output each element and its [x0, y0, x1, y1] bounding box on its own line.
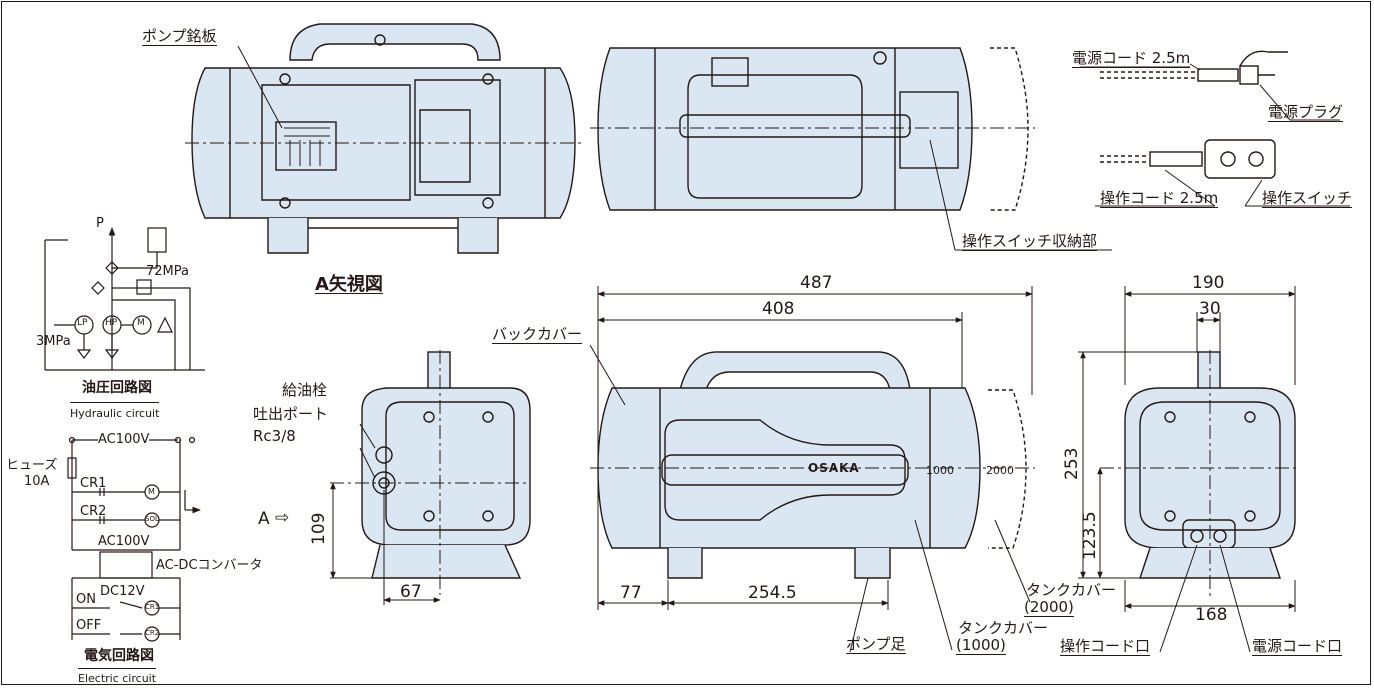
pump-top-view	[590, 47, 1112, 251]
elec-ac100v-top: AC100V	[98, 432, 150, 447]
view-a-title: A矢視図	[315, 274, 383, 295]
electric-circuit-subtitle: Electric circuit	[78, 668, 157, 687]
dim-254-5: 254.5	[748, 583, 797, 603]
dim-123-5: 123.5	[1080, 511, 1100, 560]
dim-253: 253	[1062, 447, 1082, 480]
elec-off-label: OFF	[76, 618, 102, 633]
elec-fuse-label: ヒューズ	[6, 458, 58, 473]
elec-cr2-label: CR2	[80, 504, 107, 519]
hyd-hp-label: HP	[105, 318, 118, 328]
dim-67: 67	[400, 582, 422, 602]
hydraulic-circuit-title: 油圧回路図	[82, 380, 152, 396]
rc-thread-label: Rc3/8	[253, 427, 296, 445]
dim-408: 408	[762, 299, 795, 319]
cord-details	[1080, 50, 1350, 207]
elec-motor-label: M	[148, 487, 155, 496]
power-cord-label: 電源コード 2.5m	[1072, 49, 1191, 68]
elec-cr1-coil: CR1	[145, 603, 160, 611]
dim-77: 77	[620, 583, 642, 603]
hyd-3mpa-label: 3MPa	[36, 334, 71, 349]
elec-dc12v-label: DC12V	[100, 584, 145, 599]
mark-1000: 1000	[926, 464, 954, 477]
a-arrow-icon: ⇨	[275, 508, 290, 528]
elec-ac100v-mid: AC100V	[98, 534, 150, 549]
pump-side-view-top	[185, 23, 585, 254]
electric-circuit-title: 電気回路図	[84, 648, 154, 664]
dim-190: 190	[1192, 273, 1225, 293]
hyd-72mpa-label: 72MPa	[146, 264, 189, 279]
hydraulic-circuit-diagram	[44, 227, 205, 371]
hyd-lp-label: LP	[77, 318, 88, 328]
elec-fuse-rating: 10A	[24, 474, 50, 489]
power-plug-label: 電源プラグ	[1268, 103, 1344, 122]
elec-on-label: ON	[76, 592, 96, 607]
oil-plug-label: 給油栓	[282, 381, 328, 399]
pump-front-view	[589, 286, 1035, 653]
power-cord-port-label: 電源コード口	[1252, 637, 1343, 656]
hydraulic-circuit-subtitle: Hydraulic circuit	[70, 402, 160, 422]
pump-foot-label: ポンプ足	[846, 635, 906, 654]
switch-storage-label: 操作スイッチ収納部	[962, 232, 1098, 251]
tank-cover-1000-size: (1000)	[956, 636, 1006, 655]
operation-switch-label: 操作スイッチ	[1262, 189, 1353, 208]
pump-nameplate-label: ポンプ銘板	[142, 27, 217, 46]
hyd-p-label: P	[96, 216, 104, 231]
elec-sol-label: SOL	[145, 515, 159, 523]
dim-487: 487	[800, 273, 833, 293]
dim-30: 30	[1199, 299, 1221, 319]
elec-cr1-label: CR1	[80, 476, 107, 491]
mark-2000: 2000	[986, 464, 1014, 477]
brand-mark: OSAKA	[808, 461, 860, 475]
a-arrow-label: A	[258, 509, 270, 529]
dim-109: 109	[309, 512, 329, 545]
tank-cover-2000-label: タンクカバー	[1026, 581, 1117, 599]
back-cover-label: バックカバー	[492, 325, 583, 344]
tank-cover-2000-size: (2000)	[1024, 598, 1074, 617]
dim-168: 168	[1195, 605, 1228, 625]
hyd-motor-label: M	[137, 318, 145, 328]
pump-a-view	[330, 350, 531, 605]
elec-converter-label: AC-DCコンバータ	[156, 558, 263, 573]
operation-cord-label: 操作コード 2.5m	[1100, 189, 1219, 208]
elec-cr2-coil: CR2	[145, 629, 160, 637]
tank-cover-1000-label: タンクカバー	[958, 619, 1049, 637]
operation-cord-port-label: 操作コード口	[1060, 637, 1151, 656]
discharge-port-label: 吐出ポート	[253, 405, 329, 423]
pump-rear-view	[1078, 286, 1300, 653]
electric-circuit-diagram	[67, 436, 201, 642]
